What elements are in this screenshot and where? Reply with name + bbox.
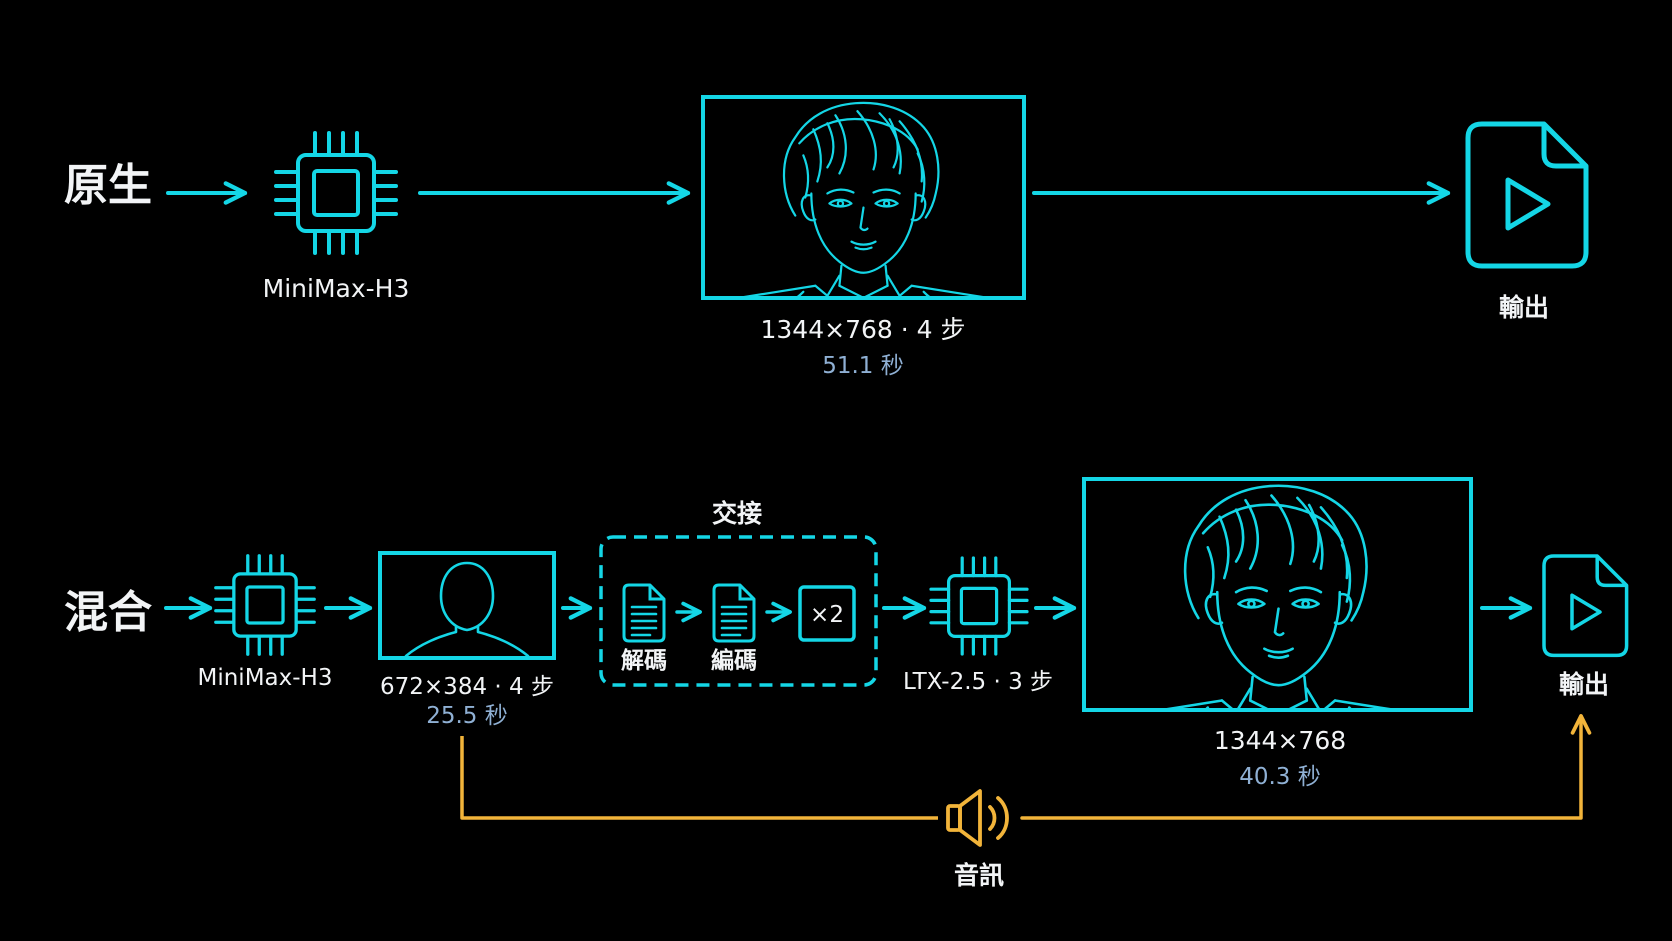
native-video-file-icon [1468, 124, 1586, 266]
hybrid-row-label: 混合 [64, 587, 152, 638]
native-frame [701, 95, 1026, 300]
hybrid-video-file-icon [1542, 554, 1629, 658]
native-frame-time: 51.1 秒 [822, 353, 904, 379]
native-chip-icon [274, 131, 398, 255]
native-frame-spec: 1344×768 · 4 步 [761, 315, 966, 344]
speaker-icon [946, 789, 1009, 847]
hybrid-output-label: 輸出 [1559, 670, 1609, 699]
lowres-spec: 672×384 · 4 步 [380, 674, 554, 700]
hybrid-chip-label: MiniMax-H3 [198, 665, 333, 691]
lowres-frame [378, 551, 556, 660]
audio-path-left [460, 736, 938, 820]
audio-label: 音訊 [954, 861, 1004, 890]
native-row-label: 原生 [64, 160, 152, 211]
upscaler-label: LTX-2.5 · 3 步 [903, 669, 1053, 695]
handoff-label: 交接 [712, 499, 762, 528]
native-chip-label: MiniMax-H3 [263, 274, 410, 303]
encode-label: 編碼 [711, 647, 757, 674]
audio-path-right [1020, 714, 1592, 820]
hybrid-frame [1082, 477, 1473, 712]
hybrid-chip-icon [214, 554, 316, 656]
encode-document-icon [712, 583, 756, 643]
handoff-box [599, 535, 878, 687]
hybrid-portrait-icon [1131, 484, 1426, 710]
scale-label: ×2 [810, 602, 844, 628]
decode-document-icon [622, 583, 666, 643]
hybrid-frame-time: 40.3 秒 [1239, 764, 1321, 790]
lowres-time: 25.5 秒 [426, 703, 508, 729]
native-output-label: 輸出 [1499, 293, 1549, 322]
upscaler-chip-icon [929, 556, 1029, 656]
scale-box [798, 585, 856, 642]
hybrid-frame-spec: 1344×768 [1214, 726, 1346, 755]
silhouette-icon [404, 561, 530, 658]
native-portrait-icon [738, 101, 989, 298]
decode-label: 解碼 [621, 647, 667, 674]
